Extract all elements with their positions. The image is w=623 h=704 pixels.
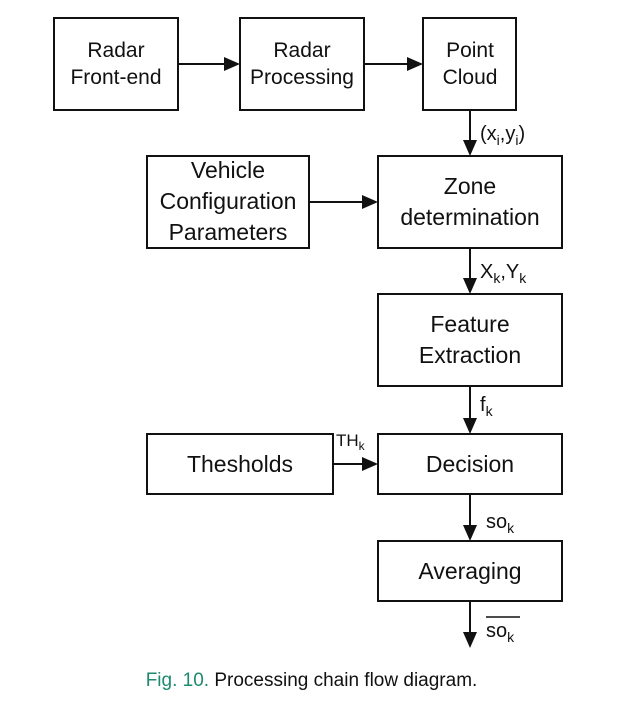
- point-cloud-label-2: Cloud: [443, 66, 498, 89]
- zone-to-feature-arrowhead: [463, 278, 477, 294]
- thresholds-label: Thesholds: [187, 451, 293, 477]
- zone-determination-label-1: Zone: [444, 173, 496, 199]
- edge-label-sok: sok: [486, 511, 515, 536]
- point-cloud-box: [422, 17, 517, 111]
- vehicle-config-label-1: Vehicle: [191, 157, 265, 183]
- zone-determination-box: [377, 155, 563, 249]
- vehicle-config-label-3: Parameters: [169, 219, 288, 245]
- radar-frontend-label-2: Front-end: [70, 66, 161, 89]
- figure-caption: Fig. 10. Processing chain flow diagram.: [0, 670, 623, 692]
- edge-label-fk: fk: [480, 394, 494, 419]
- feature-extraction-label-2: Extraction: [419, 342, 521, 368]
- frontend-to-processing-arrowhead: [224, 57, 240, 71]
- thresholds-to-decision-arrowhead: [362, 457, 378, 471]
- radar-frontend-label-1: Radar: [87, 39, 144, 62]
- figure-caption-text: Processing chain flow diagram.: [214, 670, 478, 691]
- thresholds-box: [146, 433, 334, 495]
- feature-extraction-box: [377, 293, 563, 387]
- vehicle-config-box: [146, 155, 310, 249]
- averaging-output-arrowhead: [463, 632, 477, 648]
- vehicle-config-label-2: Configuration: [160, 188, 297, 214]
- edge-label-sok-bar: sok: [486, 620, 515, 645]
- edge-label-thk: THk: [336, 431, 366, 453]
- feature-to-decision-arrowhead: [463, 418, 477, 434]
- radar-processing-label-1: Radar: [273, 39, 330, 62]
- radar-frontend-box: [53, 17, 179, 111]
- pointcloud-to-zone-arrowhead: [463, 140, 477, 156]
- decision-label: Decision: [426, 451, 514, 477]
- edge-label-xk-yk: Xk,Yk: [480, 261, 527, 286]
- processing-to-pointcloud-arrowhead: [407, 57, 423, 71]
- figure-number: Fig. 10.: [145, 670, 210, 691]
- point-cloud-label-1: Point: [446, 39, 494, 62]
- radar-processing-label-2: Processing: [250, 66, 354, 89]
- averaging-box: [377, 540, 563, 602]
- zone-determination-label-2: determination: [400, 204, 539, 230]
- averaging-label: Averaging: [418, 558, 521, 584]
- decision-to-averaging-arrowhead: [463, 525, 477, 541]
- feature-extraction-label-1: Feature: [430, 311, 509, 337]
- edge-label-xi-yi: (xi,yi): [480, 123, 525, 148]
- radar-processing-box: [239, 17, 365, 111]
- vehicle-to-zone-arrowhead: [362, 195, 378, 209]
